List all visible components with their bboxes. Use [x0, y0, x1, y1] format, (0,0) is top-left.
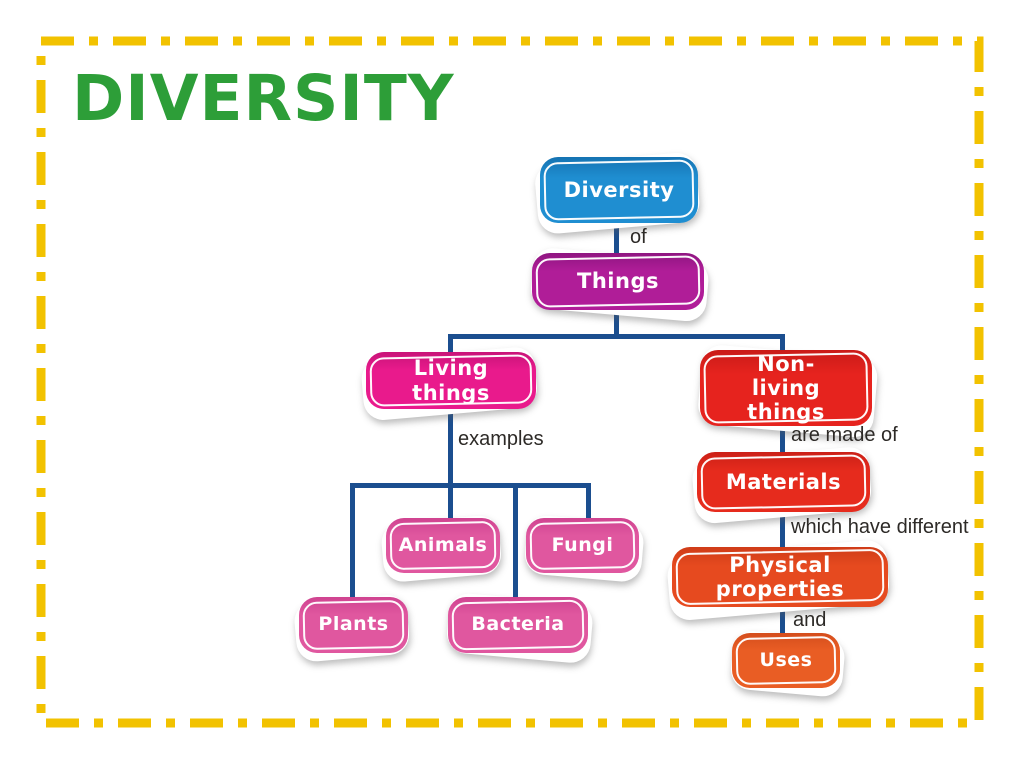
node-label: Materials [725, 469, 842, 494]
edge-split-horizontal [448, 334, 785, 339]
page-title: DIVERSITY [72, 62, 455, 135]
edge-label-of: of [630, 226, 647, 248]
node-label: Bacteria [471, 613, 565, 636]
edge-drop-bacteria [513, 483, 518, 603]
node-diversity: Diversity [533, 151, 702, 236]
node-materials: Materials [690, 445, 873, 525]
node-fungi: Fungi [523, 514, 646, 584]
node-label: Non-living things [747, 351, 825, 425]
edge-label-and: and [793, 609, 827, 631]
node-animals: Animals [379, 514, 503, 584]
node-label: Physical properties [715, 552, 845, 601]
edge-living-examples [448, 404, 453, 488]
node-label: Animals [398, 533, 488, 556]
node-bacteria: Bacteria [445, 592, 595, 665]
edge-examples-horizontal [350, 483, 591, 488]
edge-label-examples: examples [458, 428, 544, 450]
node-label: Living things [412, 356, 490, 405]
node-label: Uses [759, 648, 813, 671]
node-label: Plants [318, 613, 389, 636]
node-label: Things [577, 269, 659, 294]
node-things: Things [529, 246, 711, 323]
node-uses: Uses [729, 629, 847, 698]
node-plants: Plants [292, 593, 411, 663]
edge-drop-plants [350, 483, 355, 603]
node-living-things: Living things [359, 345, 539, 422]
node-non-living-things: Non-living things [696, 343, 879, 439]
node-physical-properties: Physical properties [665, 538, 891, 622]
edge-label-are-made-of: are made of [791, 424, 898, 446]
node-label: Fungi [551, 533, 614, 556]
edge-label-which-have-different: which have different [791, 516, 969, 538]
node-label: Diversity [563, 177, 675, 202]
